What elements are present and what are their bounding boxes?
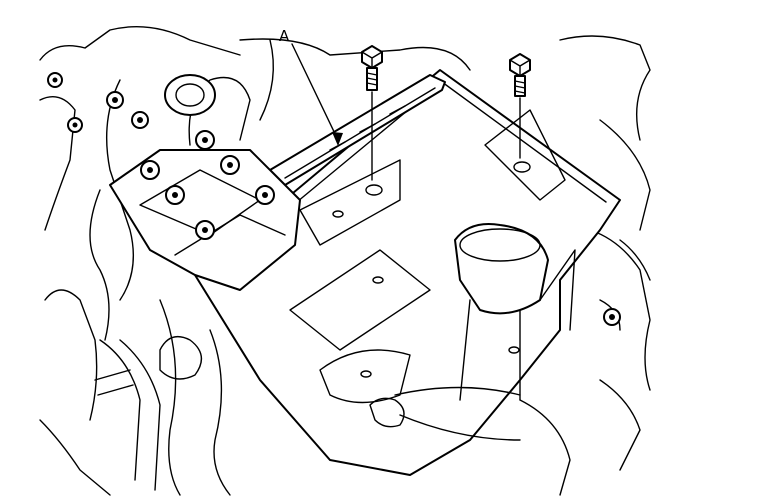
hoses-and-cables bbox=[94, 239, 651, 491]
callout-a-label: A bbox=[279, 27, 290, 45]
hold-down-bolt-left bbox=[361, 45, 383, 181]
callout-a: A bbox=[279, 27, 343, 146]
fuse-relay-block bbox=[47, 72, 301, 291]
coolant-reservoir-cap bbox=[454, 223, 549, 401]
engine-bay-background bbox=[39, 26, 651, 496]
hold-down-bolt-right bbox=[509, 53, 531, 159]
